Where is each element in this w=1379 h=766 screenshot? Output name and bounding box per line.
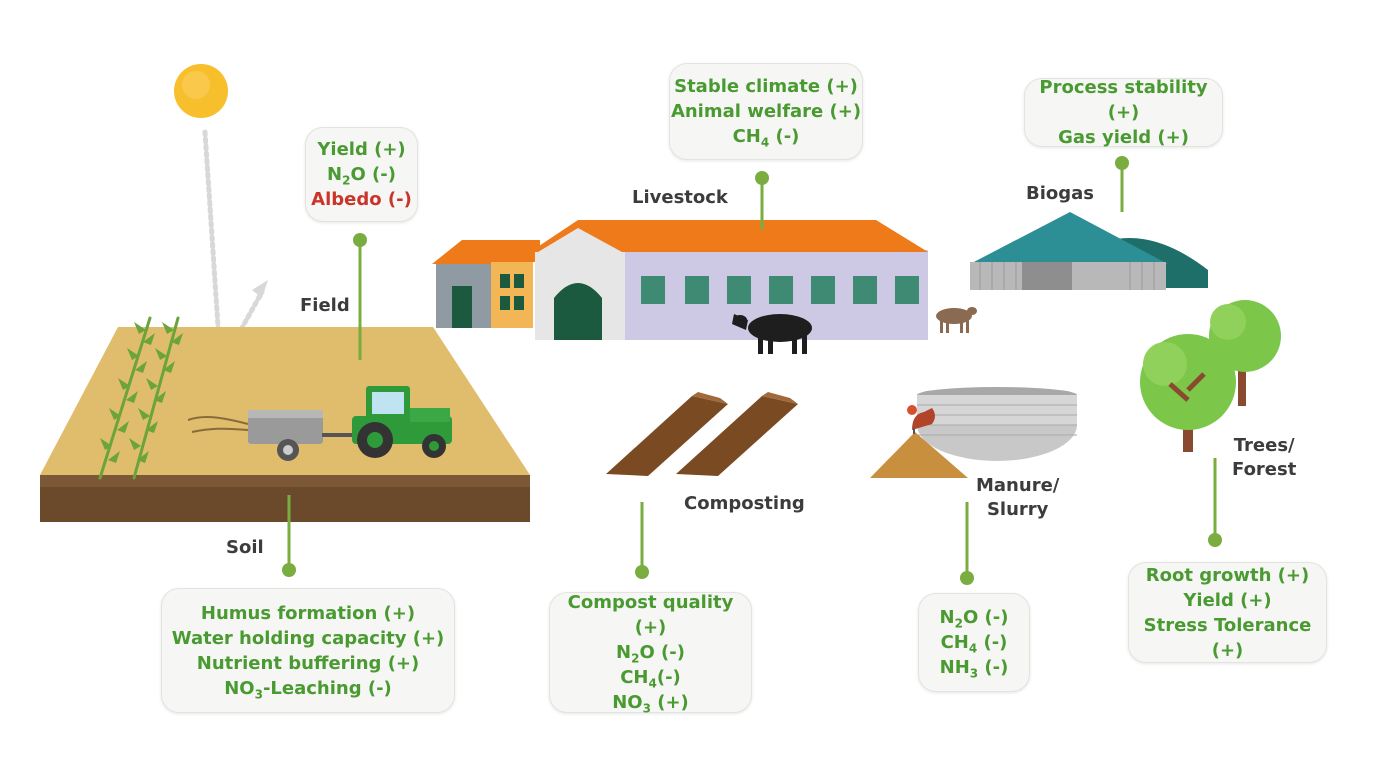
sun-icon bbox=[174, 64, 228, 118]
label-trees-forest: Trees/ Forest bbox=[1232, 434, 1296, 482]
rooster-icon bbox=[907, 405, 935, 434]
label-manure-slurry: Manure/ Slurry bbox=[976, 474, 1059, 522]
field-n2o-text: N bbox=[327, 164, 343, 185]
manure-nh3-post: (-) bbox=[978, 657, 1009, 678]
soil-humus: Humus formation (+) bbox=[200, 602, 416, 624]
manure-nh3-sub: 3 bbox=[969, 666, 979, 681]
livestock-animal-welfare: Animal welfare (+) bbox=[670, 101, 862, 122]
label-livestock: Livestock bbox=[632, 187, 728, 208]
field-yield: Yield (+) bbox=[317, 139, 406, 160]
card-soil: Humus formation (+) Water holding capaci… bbox=[161, 588, 455, 713]
compost-n2o-sub: 2 bbox=[631, 651, 640, 666]
livestock-barn bbox=[530, 220, 928, 340]
trees-root-growth: Root growth (+) bbox=[1145, 564, 1310, 586]
field-n2o: N2O (-) bbox=[327, 162, 396, 187]
farmhouse bbox=[432, 240, 540, 328]
tractor-icon bbox=[352, 386, 452, 458]
label-field: Field bbox=[300, 295, 350, 316]
compost-ch4: CH4(-) bbox=[620, 665, 681, 690]
livestock-ch4: CH4 (-) bbox=[733, 124, 800, 149]
trees-stress-tolerance: Stress Tolerance (+) bbox=[1143, 614, 1312, 661]
manure-n2o-text: N bbox=[939, 607, 955, 628]
livestock-ch4-text: CH bbox=[732, 126, 761, 147]
field-albedo: Albedo (-) bbox=[311, 189, 412, 210]
livestock-ch4-post: (-) bbox=[769, 126, 800, 147]
biogas-process-stability: Process stability (+) bbox=[1039, 77, 1208, 123]
card-field: Yield (+) N2O (-) Albedo (-) bbox=[305, 127, 418, 222]
manure-spreader bbox=[187, 410, 358, 461]
card-trees: Root growth (+) Yield (+) Stress Toleran… bbox=[1128, 562, 1327, 663]
soil-water-holding: Water holding capacity (+) bbox=[171, 627, 445, 649]
label-manure-line2: Slurry bbox=[986, 499, 1049, 520]
tree-icon-front bbox=[1140, 334, 1236, 452]
compost-ch4-post: (-) bbox=[656, 667, 681, 688]
soil-nutrient-buffering: Nutrient buffering (+) bbox=[196, 652, 420, 674]
manure-ch4: CH4 (-) bbox=[941, 630, 1008, 655]
compost-n2o-post: O (-) bbox=[639, 642, 685, 663]
biogas-gas-yield: Gas yield (+) bbox=[1058, 127, 1189, 148]
label-composting: Composting bbox=[684, 493, 805, 514]
manure-nh3: NH3 (-) bbox=[940, 655, 1009, 680]
livestock-ch4-sub: 4 bbox=[760, 135, 770, 150]
compost-ch4-sub: 4 bbox=[648, 676, 657, 691]
crop-row bbox=[98, 316, 180, 480]
manure-n2o-post: O (-) bbox=[962, 607, 1009, 628]
manure-ch4-text: CH bbox=[940, 632, 969, 653]
soil-no3-text: NO bbox=[224, 677, 255, 699]
compost-no3-sub: 3 bbox=[642, 701, 651, 716]
manure-ch4-post: (-) bbox=[977, 632, 1008, 653]
field-n2o-post: O (-) bbox=[350, 164, 396, 185]
reflection-arrow-icon bbox=[252, 280, 268, 298]
label-manure-line1: Manure/ bbox=[976, 475, 1060, 496]
card-manure: N2O (-) CH4 (-) NH3 (-) bbox=[918, 593, 1030, 692]
manure-nh3-text: NH bbox=[939, 657, 970, 678]
compost-n2o-text: N bbox=[616, 642, 632, 663]
card-biogas: Process stability (+) Gas yield (+) bbox=[1024, 77, 1223, 148]
compost-ch4-text: CH bbox=[620, 667, 649, 688]
slurry-tank bbox=[917, 387, 1077, 461]
compost-no3: NO3 (+) bbox=[612, 690, 689, 715]
connector-dots bbox=[282, 156, 1222, 585]
compost-n2o: N2O (-) bbox=[616, 640, 685, 665]
label-biogas: Biogas bbox=[1026, 183, 1095, 204]
manure-n2o-sub: 2 bbox=[954, 616, 963, 631]
compost-no3-post: (+) bbox=[650, 692, 689, 713]
livestock-stable-climate: Stable climate (+) bbox=[674, 76, 858, 97]
field-n2o-sub: 2 bbox=[342, 173, 351, 188]
cow-icon-small bbox=[936, 307, 977, 333]
card-livestock: Stable climate (+) Animal welfare (+) CH… bbox=[669, 63, 863, 160]
crop-leaves bbox=[100, 322, 183, 463]
biogas-plant bbox=[970, 212, 1208, 290]
label-soil: Soil bbox=[226, 537, 264, 558]
soil-no3-leaching: NO3-Leaching (-) bbox=[224, 676, 392, 701]
compost-no3-text: NO bbox=[612, 692, 643, 713]
trees-yield: Yield (+) bbox=[1183, 589, 1272, 611]
manure-heap bbox=[870, 432, 968, 478]
cow-icon bbox=[732, 314, 812, 354]
tree-icon bbox=[1209, 300, 1281, 406]
compost-quality: Compost quality (+) bbox=[567, 592, 734, 638]
compost-windrow bbox=[606, 392, 798, 476]
soil-no3-post: -Leaching (-) bbox=[262, 677, 392, 699]
label-trees-line2: Forest bbox=[1232, 459, 1297, 480]
sunlight-ray bbox=[202, 129, 265, 363]
connector-lines bbox=[287, 163, 1217, 578]
manure-n2o: N2O (-) bbox=[940, 605, 1009, 630]
card-composting: Compost quality (+) N2O (-) CH4(-) NO3 (… bbox=[549, 592, 752, 715]
soil-no3-sub: 3 bbox=[254, 687, 263, 702]
label-trees-line1: Trees/ bbox=[1233, 435, 1295, 456]
manure-ch4-sub: 4 bbox=[968, 641, 978, 656]
